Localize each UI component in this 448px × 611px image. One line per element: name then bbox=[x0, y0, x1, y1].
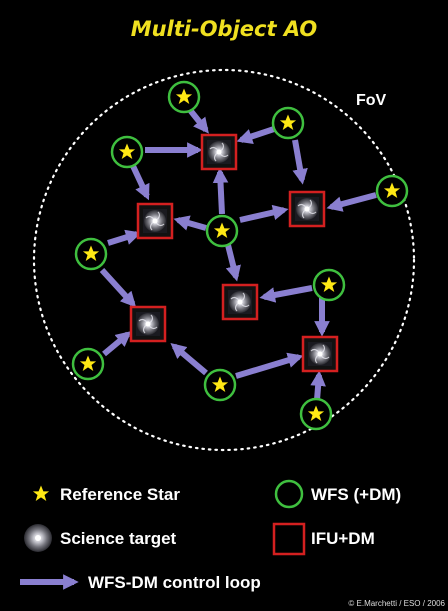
ifu-target bbox=[129, 305, 167, 343]
arrow bbox=[99, 267, 137, 308]
ifu-target bbox=[288, 190, 326, 228]
spiral-galaxy-icon bbox=[227, 289, 253, 315]
arrow bbox=[292, 139, 308, 185]
fov-label: FoV bbox=[356, 92, 387, 109]
legend-control-loop-label: WFS-DM control loop bbox=[88, 573, 261, 592]
legend-reference-star-label: Reference Star bbox=[60, 485, 180, 504]
spiral-galaxy-icon bbox=[307, 341, 333, 367]
wfs-star bbox=[271, 106, 305, 140]
arrow bbox=[239, 204, 289, 223]
arrow bbox=[187, 108, 209, 134]
spiral-galaxy-icon bbox=[135, 311, 161, 337]
arrow bbox=[130, 164, 150, 201]
arrow bbox=[225, 244, 241, 282]
wfs-star bbox=[299, 397, 333, 431]
arrow bbox=[259, 285, 313, 303]
legend-science-target-label: Science target bbox=[60, 529, 177, 548]
spiral-galaxy-icon bbox=[142, 208, 168, 234]
spiral-galaxy-icon bbox=[206, 139, 232, 165]
arrow bbox=[170, 342, 208, 376]
wfs-star bbox=[71, 347, 105, 381]
ifu-target bbox=[200, 133, 238, 171]
legend-wfs-label: WFS (+DM) bbox=[311, 485, 401, 504]
arrow bbox=[310, 370, 326, 401]
legend-red-square-icon bbox=[272, 522, 306, 556]
ifu-target bbox=[136, 202, 174, 240]
spiral-galaxy-icon bbox=[294, 196, 320, 222]
ifu-science-targets bbox=[129, 133, 339, 373]
arrow bbox=[212, 167, 229, 215]
legend-spiral-galaxy-icon bbox=[24, 524, 52, 552]
diagram-title: Multi-Object AO bbox=[131, 17, 318, 41]
legend-star-icon bbox=[32, 485, 50, 501]
arrow bbox=[173, 215, 207, 231]
arrow bbox=[107, 229, 142, 246]
ifu-target bbox=[221, 283, 259, 321]
wfs-star bbox=[167, 80, 201, 114]
wfs-star bbox=[375, 174, 409, 208]
control-loop-arrows bbox=[99, 108, 377, 401]
legend-green-ring-icon bbox=[274, 479, 304, 509]
reference-stars bbox=[71, 80, 409, 431]
wfs-star bbox=[110, 135, 144, 169]
image-credit: © E.Marchetti / ESO / 2006 bbox=[348, 599, 445, 608]
wfs-star bbox=[205, 214, 239, 248]
legend: Reference Star WFS (+DM) Science target … bbox=[20, 479, 401, 592]
fov-circle bbox=[32, 68, 416, 452]
arrow bbox=[235, 352, 304, 379]
wfs-star bbox=[312, 268, 346, 302]
arrow bbox=[326, 192, 377, 212]
legend-ifu-label: IFU+DM bbox=[311, 529, 375, 548]
ifu-target bbox=[301, 335, 339, 373]
wfs-star bbox=[74, 237, 108, 271]
arrow bbox=[102, 331, 132, 357]
wfs-star bbox=[203, 368, 237, 402]
